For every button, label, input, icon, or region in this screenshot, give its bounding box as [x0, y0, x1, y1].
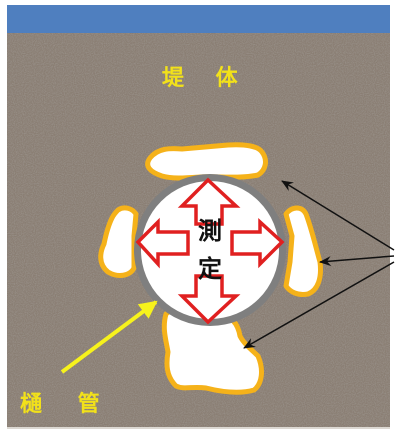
- embankment-label: 堤 体: [162, 66, 250, 91]
- measure-arrow-left: [135, 217, 190, 269]
- header-bar: [7, 5, 390, 33]
- pipe-interior: [141, 181, 279, 319]
- void-left: [98, 205, 139, 278]
- callout-line-bottom: [243, 261, 395, 349]
- void-top: [145, 142, 268, 181]
- pipe-label: 樋 管: [20, 392, 114, 417]
- callout-line-right: [319, 255, 395, 267]
- measure-arrow-up: [177, 177, 241, 226]
- pipe-pointer-arrow: [60, 300, 158, 374]
- measurement-label: 測定: [198, 217, 222, 283]
- callout-line-top: [281, 180, 395, 251]
- measure-arrow-right: [230, 218, 285, 269]
- measure-arrow-down: [177, 274, 241, 325]
